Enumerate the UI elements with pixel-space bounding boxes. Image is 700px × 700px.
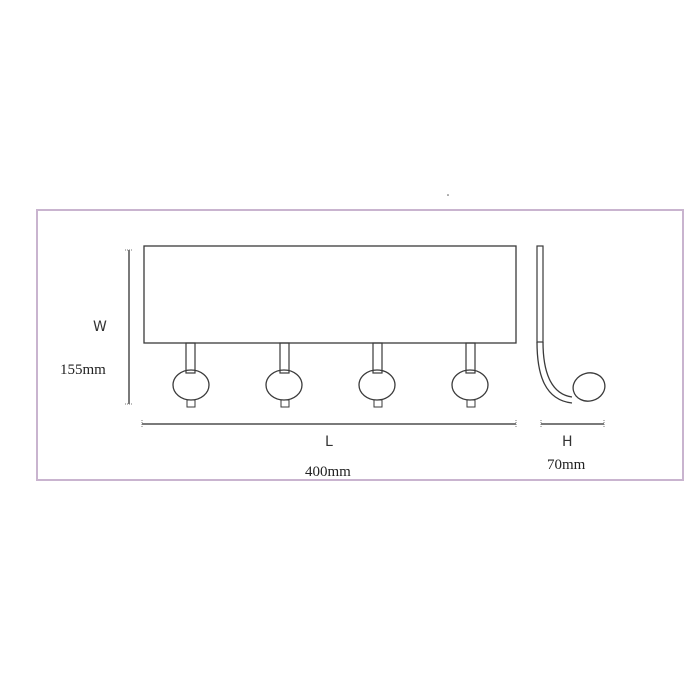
hook-3 [358,342,396,408]
length-dimension [141,420,517,428]
side-view [536,245,606,404]
width-dimension [125,249,133,405]
hook-1 [172,342,210,408]
front-view-backboard [143,245,517,344]
width-letter: W [93,319,107,335]
length-letter: L [325,434,333,450]
width-value: 155mm [60,362,106,378]
hook-2 [265,342,303,408]
height-letter: H [562,434,573,450]
length-value: 400mm [305,464,351,480]
diagram-frame [36,209,684,481]
hook-4 [451,342,489,408]
stray-dot [447,194,449,196]
height-dimension [540,420,605,428]
front-view-hooks [172,342,489,408]
height-value: 70mm [547,457,586,473]
